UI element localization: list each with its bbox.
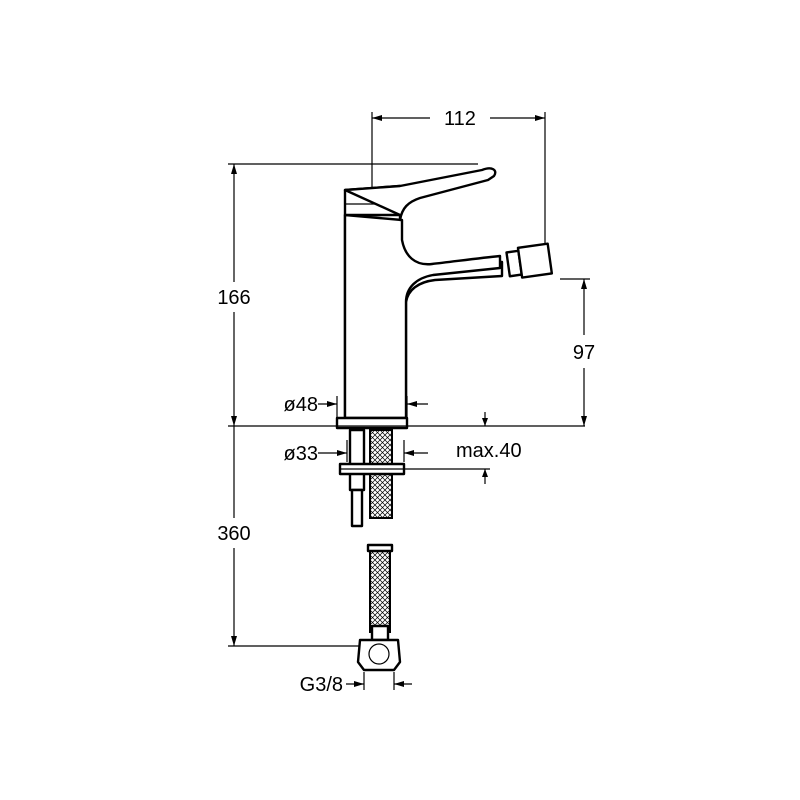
hose-top-cap: [366, 543, 394, 553]
flexible-hose-lower: [369, 547, 391, 633]
dim-97-label: 97: [573, 342, 595, 364]
dimension-lines: [228, 112, 590, 690]
lever-handle: [343, 167, 497, 222]
dim-112-label: 112: [444, 108, 476, 130]
dim-thread-g38-label: G3/8: [300, 674, 343, 696]
faucet-column-outline: [343, 213, 502, 420]
hose-ferrule: [370, 624, 390, 642]
threaded-stud: [348, 428, 366, 492]
dim-360-label: 360: [217, 523, 250, 545]
spray-nozzle: [505, 242, 554, 279]
nut-bore: [368, 643, 390, 665]
base-ring: [335, 416, 409, 430]
mounting-assembly: [338, 428, 406, 672]
stud-end: [350, 488, 364, 528]
dim-diameter-33-label: ø33: [284, 443, 318, 465]
dimension-labels: 112 166 97 ø48 ø33 max.40 360 G3/8: [217, 108, 595, 696]
dim-max-40-label: max.40: [456, 440, 522, 462]
dim-166-label: 166: [217, 287, 250, 309]
dim-diameter-48-label: ø48: [284, 394, 318, 416]
faucet-body: [335, 167, 554, 430]
hex-nut: [356, 638, 402, 672]
